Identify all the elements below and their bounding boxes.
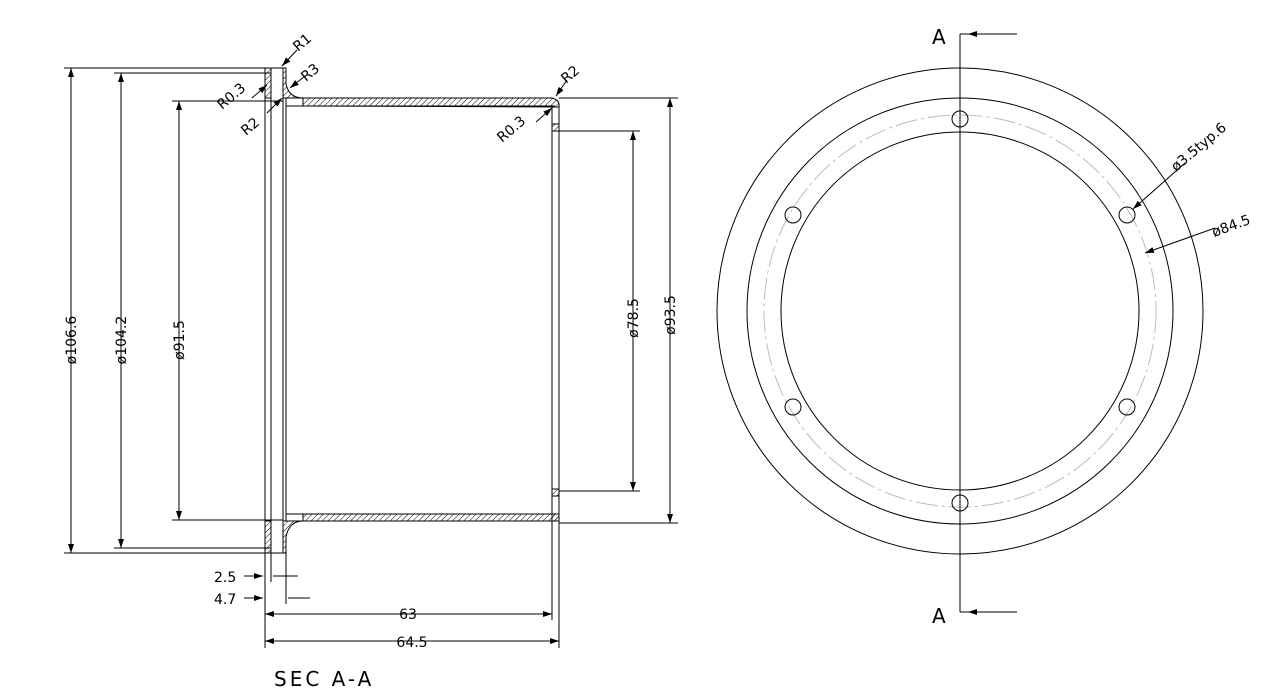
label-r2-left: R2 bbox=[238, 115, 263, 139]
label-d78-5: ø78.5 bbox=[626, 298, 642, 338]
label-63: 63 bbox=[399, 607, 417, 623]
front-view bbox=[716, 31, 1216, 615]
bolt-hole-lower-right bbox=[1118, 398, 1136, 416]
section-mark-bottom: A bbox=[932, 604, 946, 628]
label-hole-callout: ø3.5typ.6 bbox=[1168, 120, 1230, 175]
label-4-7: 4.7 bbox=[214, 592, 236, 608]
label-2-5: 2.5 bbox=[214, 570, 236, 586]
bolt-hole-upper-right bbox=[1118, 206, 1136, 224]
lip-top bbox=[551, 123, 560, 132]
label-pcd-callout: ø84.5 bbox=[1210, 212, 1253, 241]
label-d93-5: ø93.5 bbox=[663, 295, 679, 335]
label-r1: R1 bbox=[290, 31, 315, 55]
section-mark-top: A bbox=[932, 25, 946, 49]
bolt-hole-lower-left bbox=[784, 398, 802, 416]
lip-bottom-2 bbox=[551, 513, 560, 522]
label-d104-2: ø104.2 bbox=[114, 316, 130, 365]
label-r2-right: R2 bbox=[558, 63, 583, 87]
label-d106-6: ø106.6 bbox=[64, 316, 80, 365]
section-title: SEC A-A bbox=[274, 667, 374, 691]
section-view bbox=[64, 49, 678, 648]
label-r0-3-left: R0.3 bbox=[214, 80, 249, 113]
label-d91-5: ø91.5 bbox=[172, 320, 188, 360]
label-r0-3-right: R0.3 bbox=[494, 113, 529, 146]
lip-bottom bbox=[551, 488, 560, 497]
label-64-5: 64.5 bbox=[396, 635, 427, 651]
label-r3: R3 bbox=[298, 61, 323, 85]
shell-wall-bottom bbox=[302, 513, 560, 522]
bolt-hole-upper-left bbox=[784, 206, 802, 224]
